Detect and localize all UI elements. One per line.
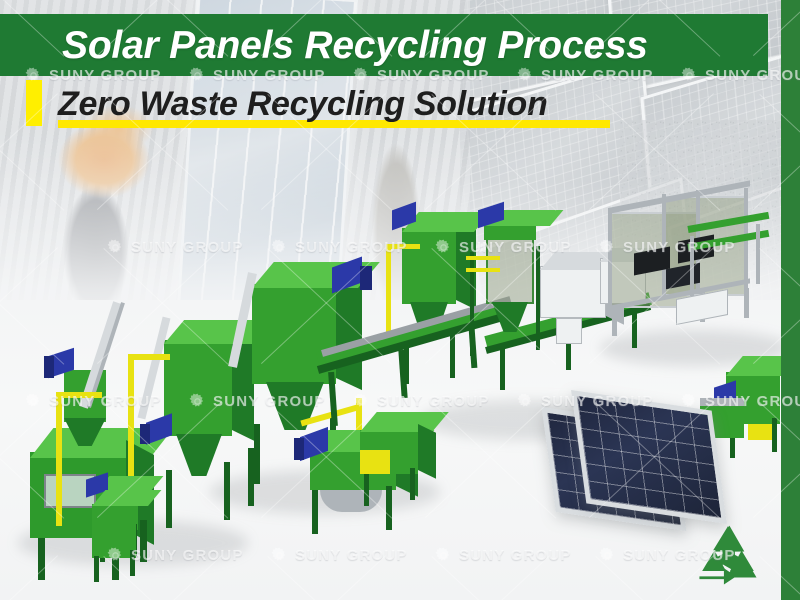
page-title: Solar Panels Recycling Process [62,24,648,67]
title-bar [0,14,768,76]
page-subtitle: Zero Waste Recycling Solution [58,85,548,123]
accent-block [26,80,42,126]
recycle-icon [692,522,764,590]
edge-strip [781,0,800,600]
subtitle-underline [58,120,610,128]
solar-panel-product-front [571,390,727,524]
